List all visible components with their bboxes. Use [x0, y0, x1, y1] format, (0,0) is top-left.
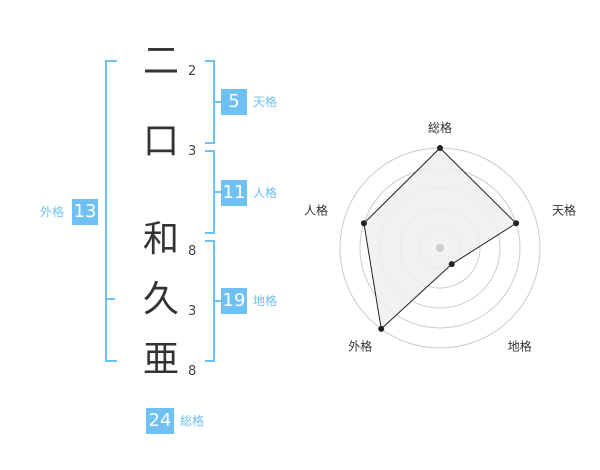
chikaku-bracket: [205, 240, 215, 362]
radar-axis-label-2: 天格: [552, 202, 576, 217]
radar-axis-label-5: 人格: [304, 202, 328, 217]
stroke-count-2: 3: [188, 144, 197, 159]
name-char-3: 和: [142, 219, 179, 260]
tenkaku-bracket: [205, 60, 215, 144]
radar-point-1: [437, 145, 443, 151]
stroke-count-3: 8: [188, 244, 197, 259]
name-char-2: 口: [142, 121, 179, 162]
gaikaku-label: 外格: [40, 205, 65, 219]
radar-axis-label-3: 地格: [508, 339, 532, 354]
radar-point-2: [513, 220, 520, 227]
name-char-5: 亜: [142, 339, 179, 380]
name-char-1: 二: [142, 41, 179, 82]
radar-center: [436, 244, 444, 252]
radar-series-area: [363, 147, 517, 330]
name-char-4: 久: [142, 279, 179, 320]
tenkaku-tick: [215, 101, 221, 103]
radar-point-5: [360, 220, 367, 227]
tenkaku-label: 天格: [253, 95, 278, 109]
jinkaku-value: 11: [221, 180, 247, 206]
stroke-count-1: 2: [188, 64, 197, 79]
radar-point-3: [448, 261, 455, 268]
gaikaku-bracket: [105, 60, 117, 362]
jinkaku-tick: [215, 191, 221, 193]
radar-axis-label-4: 外格: [348, 339, 372, 354]
chikaku-value: 19: [221, 288, 247, 314]
radar-axis-label-1: 総格: [428, 120, 452, 135]
chikaku-label: 地格: [253, 294, 278, 308]
stroke-count-5: 8: [188, 364, 197, 379]
tenkaku-value: 5: [221, 89, 247, 115]
jinkaku-label: 人格: [253, 186, 278, 200]
jinkaku-bracket: [205, 150, 215, 234]
gaikaku-bracket-divider: [105, 298, 115, 300]
stroke-count-4: 3: [188, 304, 197, 319]
gaikaku-value: 13: [72, 199, 98, 225]
chikaku-tick: [215, 300, 221, 302]
soukaku-value: 24: [146, 408, 174, 434]
soukaku-label: 総格: [180, 414, 205, 428]
radar-point-4: [378, 325, 385, 332]
